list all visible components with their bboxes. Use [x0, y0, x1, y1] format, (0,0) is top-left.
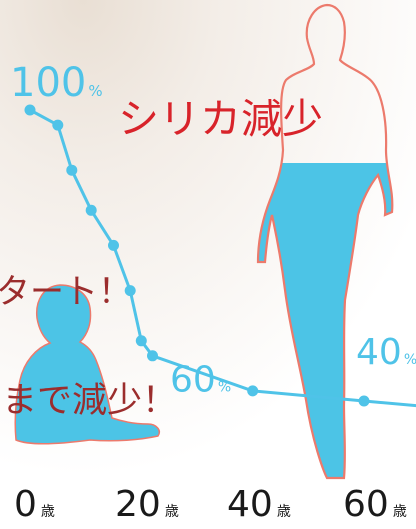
data-point-4 — [108, 239, 119, 251]
data-point-3 — [85, 204, 97, 216]
data-point-6 — [135, 335, 147, 347]
data-point-0 — [24, 104, 36, 116]
pct-unit: % — [88, 82, 102, 100]
x-tick-unit: 歳 — [393, 504, 407, 520]
data-point-1 — [52, 119, 64, 131]
data-point-8 — [247, 385, 259, 397]
data-point-7 — [147, 350, 158, 362]
headline: シリカ減少 — [118, 95, 323, 143]
x-tick-number: 40 — [227, 484, 273, 525]
pct-number: 60 — [170, 360, 216, 401]
x-tick-unit: 歳 — [277, 504, 291, 520]
data-point-2 — [66, 164, 78, 176]
woman-outline — [256, 3, 394, 480]
pct-label-100: 100% — [10, 60, 103, 106]
data-point-9 — [358, 395, 370, 407]
pct-number: 40 — [356, 332, 402, 373]
x-tick-unit: 歳 — [165, 504, 179, 520]
x-tick-number: 20 — [115, 484, 161, 525]
pct-unit: % — [218, 380, 231, 396]
data-point-5 — [124, 285, 136, 297]
pct-number: 100 — [10, 60, 86, 106]
pct-label-40: 40% — [356, 332, 416, 373]
pct-label-60: 60% — [170, 360, 231, 401]
start-text-partial: タート！ — [0, 272, 132, 312]
decrease-text-partial: まで減少！ — [2, 381, 177, 421]
x-tick-unit: 歳 — [41, 504, 55, 520]
x-tick-number: 60 — [343, 484, 389, 525]
x-tick-number: 0 — [14, 484, 37, 525]
baby-silhouette — [14, 284, 160, 445]
pct-unit: % — [404, 352, 416, 368]
